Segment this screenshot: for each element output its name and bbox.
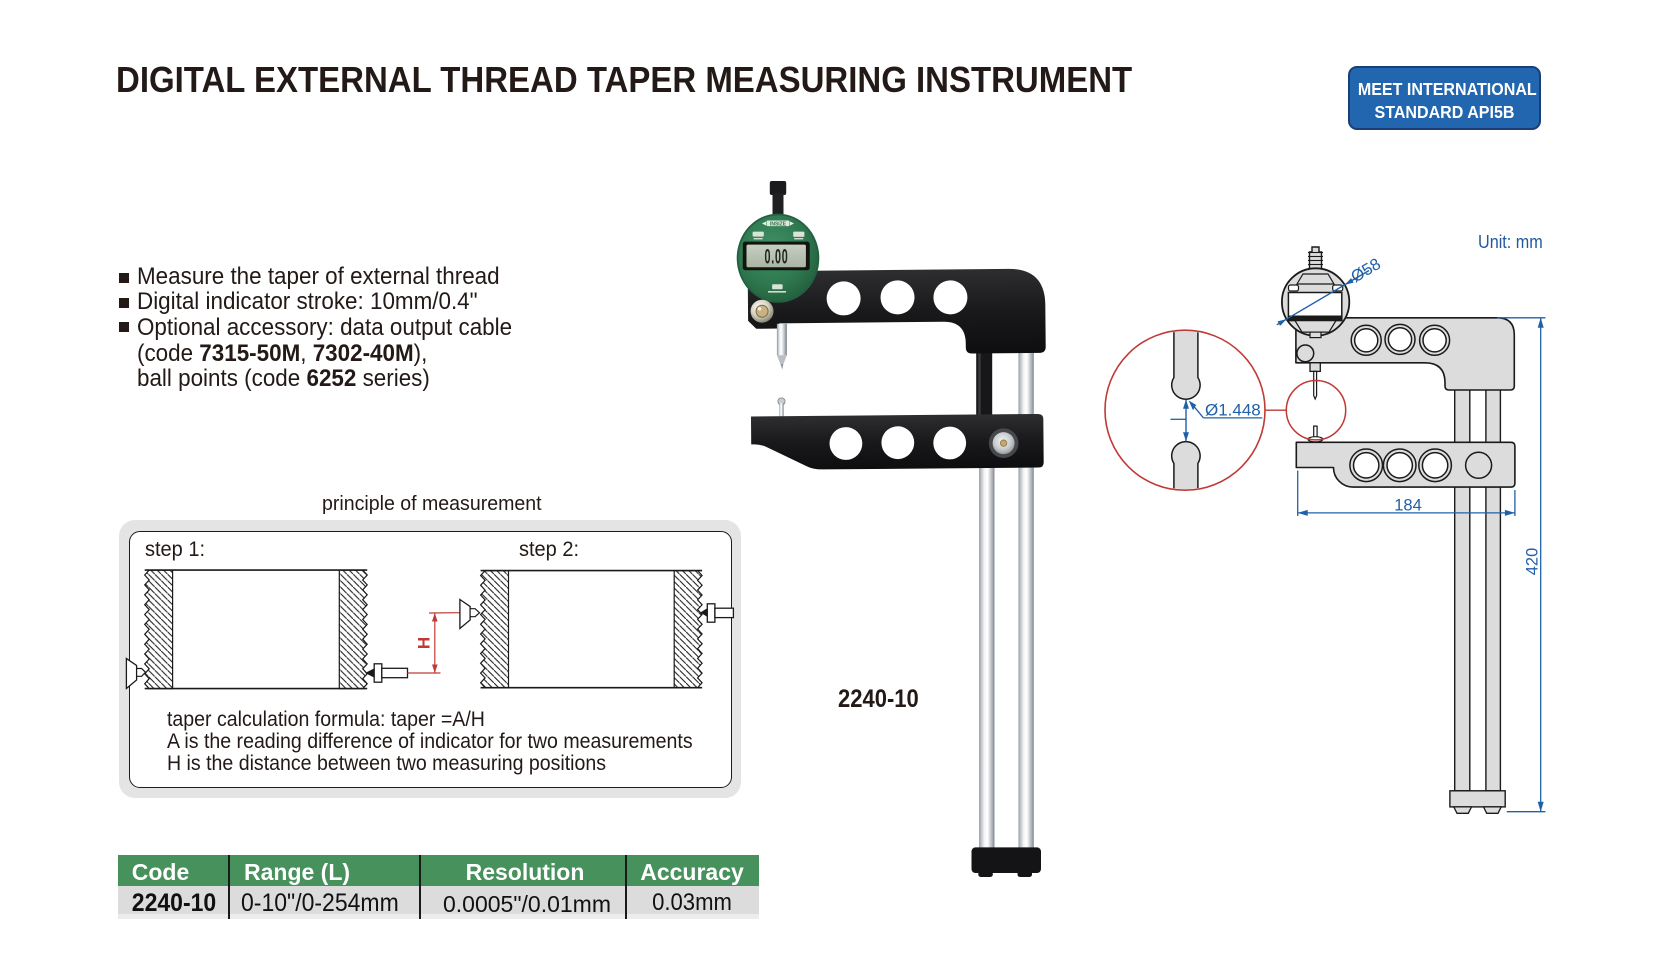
- svg-text:H: H: [415, 637, 434, 649]
- svg-text:Ø1.448: Ø1.448: [1205, 401, 1261, 420]
- svg-text:INSIZE: INSIZE: [770, 221, 787, 227]
- svg-text:0.00: 0.00: [765, 245, 789, 269]
- svg-text:420: 420: [1523, 548, 1541, 576]
- svg-text:184: 184: [1394, 497, 1422, 515]
- svg-text:Ø58: Ø58: [1348, 255, 1384, 286]
